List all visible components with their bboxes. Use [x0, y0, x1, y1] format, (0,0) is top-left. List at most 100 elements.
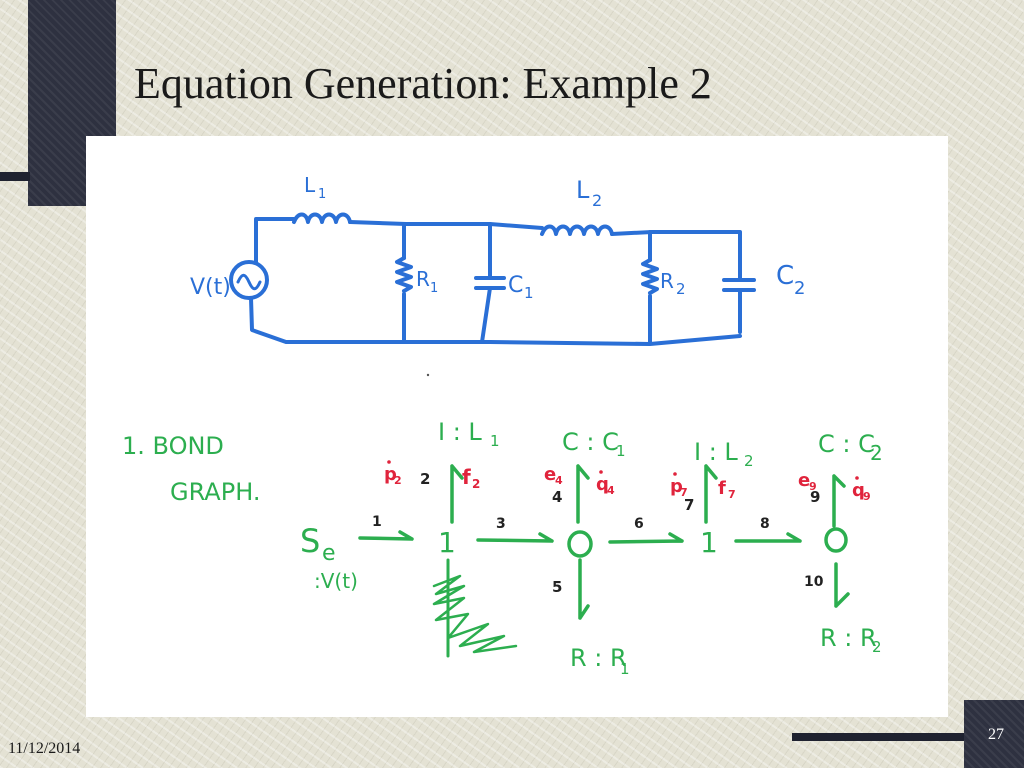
source-effort-label: S [300, 522, 320, 560]
bond-8 [734, 532, 802, 543]
stray-dot [426, 373, 430, 377]
bond-10 [834, 562, 850, 608]
bond-number-1: 1 [372, 514, 382, 530]
inductor-l1-symbol [292, 212, 352, 224]
scribble-crossed-out-label [432, 574, 518, 654]
bond-number-2: 2 [420, 470, 430, 488]
slide-date: 11/12/2014 [8, 740, 81, 757]
element-c-c2: C : C [818, 430, 875, 458]
slide-number: 27 [988, 726, 1004, 743]
capacitor-c2-label: C [776, 261, 794, 291]
resistor-r2-subscript: 2 [676, 280, 686, 298]
content-panel: V(t) L 1 L 2 R 1 C 1 R 2 C 2 1. BOND GRA… [86, 136, 948, 717]
element-r-r2-subscript: 2 [872, 638, 882, 656]
capacitor-c1-label: C [508, 273, 523, 298]
circuit-wire-top-mid [348, 220, 544, 230]
junction-0-c2 [824, 527, 848, 553]
bond-number-3: 3 [496, 516, 506, 532]
bond-graph-heading-line-2: GRAPH. [170, 478, 260, 506]
inductor-l2-symbol [540, 224, 614, 236]
inductor-l1-subscript: 1 [318, 187, 326, 202]
dot-over-q9 [855, 476, 859, 480]
resistor-r1-label: R [416, 267, 430, 291]
dot-over-q4 [599, 470, 603, 474]
bond-number-6: 6 [634, 516, 644, 532]
capacitor-c2-subscript: 2 [794, 278, 805, 299]
bond-graph-heading-line-1: 1. BOND [122, 432, 224, 460]
bond-number-4: 4 [552, 488, 562, 506]
causal-label-p7-subscript: 7 [680, 486, 688, 499]
causal-label-q4: q [596, 474, 609, 495]
circuit-wire-source-bottom [249, 296, 492, 344]
circuit-wire-top-left [254, 217, 296, 264]
causal-label-e9-subscript: 9 [809, 480, 817, 493]
circuit-diagram [229, 212, 756, 346]
element-i-l2-subscript: 2 [744, 452, 754, 470]
causal-label-f2-subscript: 2 [472, 477, 480, 491]
corner-decoration-bottom-right [964, 700, 1024, 768]
causal-label-q9-subscript: 9 [863, 490, 871, 503]
causal-label-q4-subscript: 4 [607, 484, 615, 497]
bond-number-7: 7 [684, 496, 694, 514]
accent-bar-left [0, 172, 30, 181]
dot-over-p7 [673, 472, 677, 476]
junction-1-right: 1 [700, 526, 718, 559]
element-i-l1: I : L [438, 418, 482, 446]
junction-0-c1 [567, 530, 593, 558]
bond-4 [576, 464, 590, 524]
bond-5 [578, 558, 590, 620]
inductor-l2-label: L [576, 176, 590, 204]
slide-title: Equation Generation: Example 2 [134, 59, 712, 108]
bond-7 [704, 464, 718, 524]
element-i-l1-subscript: 1 [490, 432, 500, 450]
resistor-r1-subscript: 1 [430, 281, 438, 296]
causal-label-f2: f [462, 465, 471, 489]
capacitor-c1-plates [474, 276, 506, 290]
inductor-l1-label: L [304, 173, 316, 197]
bond-2 [450, 464, 464, 524]
junction-1-left: 1 [438, 526, 456, 559]
inductor-l2-subscript: 2 [592, 191, 602, 210]
element-c-c1-subscript: 1 [616, 442, 626, 460]
causal-label-f7: f [718, 478, 726, 499]
source-value-label: :V(t) [314, 569, 358, 593]
circuit-wire-bottom-right [488, 334, 742, 346]
capacitor-c2-plates [722, 278, 756, 292]
corner-decoration-top-left [28, 0, 116, 206]
voltage-source-sine [236, 273, 262, 291]
bond-graph-bonds [358, 464, 850, 658]
element-r-r1: R : R [570, 644, 627, 672]
bond-number-8: 8 [760, 516, 770, 532]
capacitor-c1-subscript: 1 [524, 284, 534, 302]
hand-drawn-figure: V(t) L 1 L 2 R 1 C 1 R 2 C 2 1. BOND GRA… [122, 173, 883, 678]
causal-label-f7-subscript: 7 [728, 488, 736, 501]
element-r-r2: R : R [820, 624, 877, 652]
capacitor-c1-wire [480, 222, 492, 344]
element-r-r1-subscript: 1 [620, 660, 630, 678]
dot-over-p2 [387, 460, 391, 464]
bond-number-5: 5 [552, 578, 562, 596]
bond-number-9: 9 [810, 488, 820, 506]
causal-label-q9: q [852, 480, 865, 501]
bond-3 [476, 532, 554, 543]
resistor-r2-label: R [660, 269, 674, 293]
causal-label-p2-subscript: 2 [394, 474, 402, 487]
bond-number-10: 10 [804, 574, 824, 590]
circuit-wire-top-right [610, 230, 742, 278]
causal-label-e9: e [798, 470, 810, 491]
causal-label-p7: p [670, 476, 683, 497]
causal-label-e4: e [544, 464, 556, 485]
accent-bar-bottom [792, 733, 964, 741]
bond-6 [608, 532, 684, 544]
voltage-source-label: V(t) [190, 275, 231, 300]
resistor-r2-symbol [641, 258, 659, 295]
element-c-c1: C : C [562, 428, 619, 456]
element-c-c2-subscript: 2 [870, 441, 883, 465]
bond-1 [358, 530, 414, 541]
causal-label-e4-subscript: 4 [555, 474, 563, 487]
element-i-l2: I : L [694, 438, 738, 466]
bond-9 [832, 474, 846, 528]
source-effort-subscript: e [322, 541, 336, 566]
causal-label-p2: p [384, 464, 397, 485]
resistor-r1-symbol [395, 256, 413, 293]
